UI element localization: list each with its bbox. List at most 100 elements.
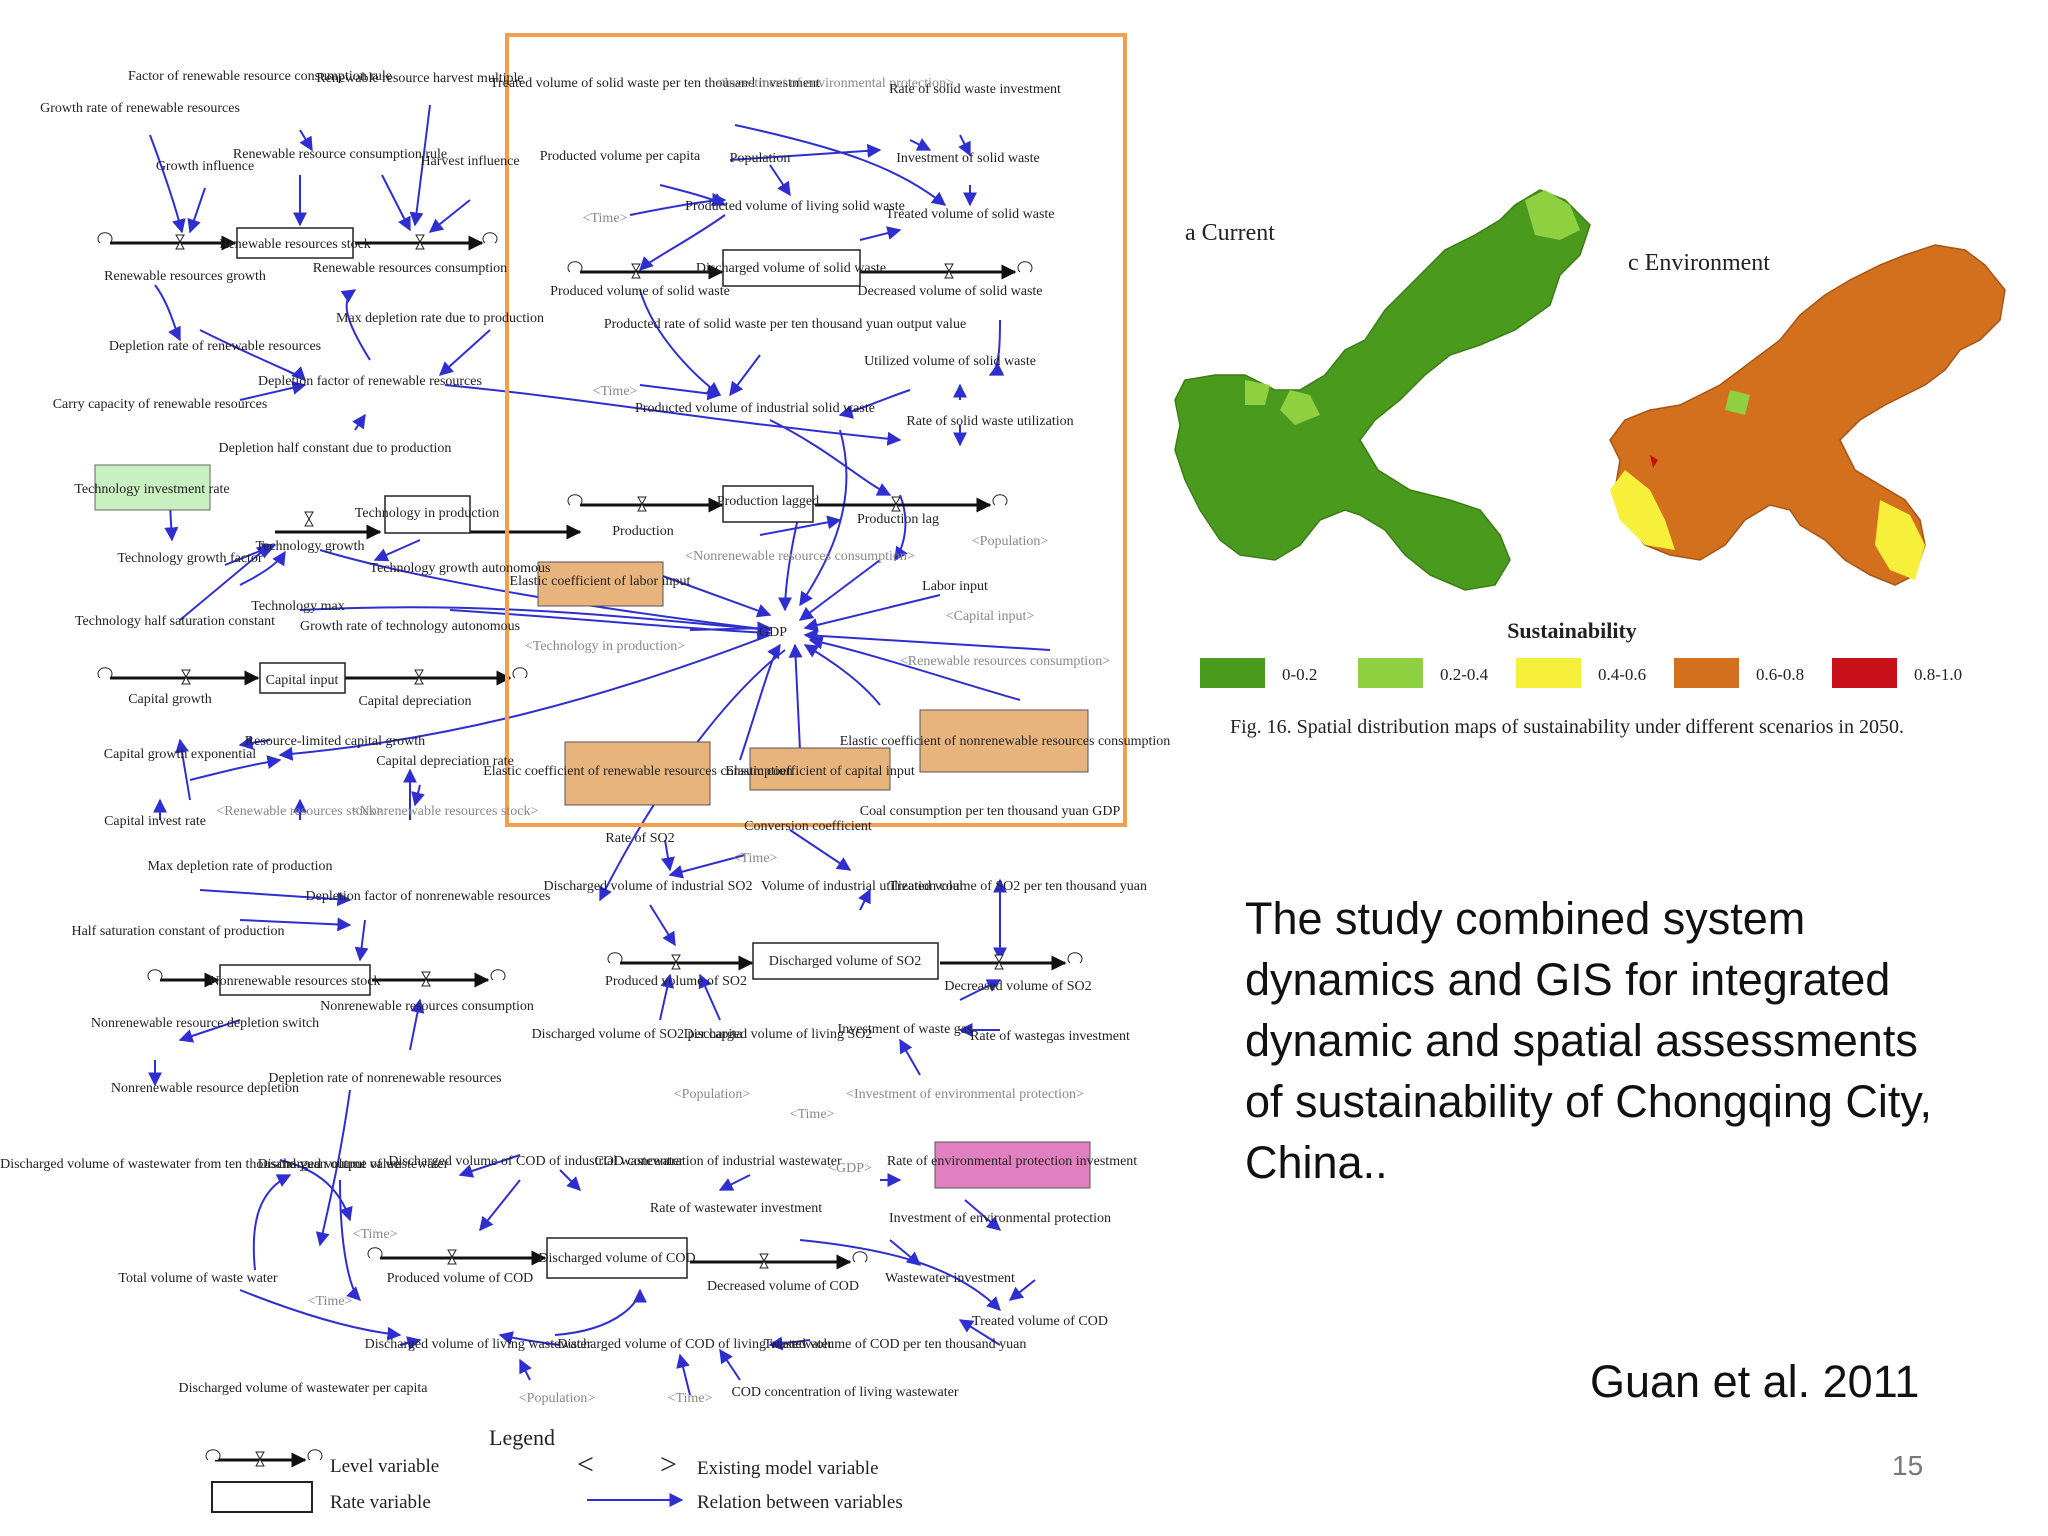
map-current bbox=[1174, 189, 1591, 591]
label-cod-concentration-industrial: COD concentration of industrial wastewat… bbox=[594, 1154, 842, 1169]
legend-swatch-2 bbox=[1516, 658, 1581, 688]
label-tech-max: Technology max bbox=[251, 599, 345, 614]
label-produced-sw: Produced volume of solid waste bbox=[550, 284, 730, 299]
label-renewable-stock: Renewable resources stock bbox=[219, 237, 371, 252]
label-renewable-growth: Renewable resources growth bbox=[104, 269, 266, 284]
label-carry-capacity: Carry capacity of renewable resources bbox=[53, 397, 268, 412]
map-environment-title: c Environment bbox=[1628, 250, 1770, 276]
label-nonrenewable-consumption-ref: <Nonrenewable resources consumption> bbox=[685, 549, 915, 564]
legend-swatch-4 bbox=[1832, 658, 1897, 688]
label-time-ref-7: <Time> bbox=[668, 1391, 713, 1406]
label-rate-env-investment: Rate of environmental protection investm… bbox=[887, 1154, 1137, 1169]
legend-swatch-0 bbox=[1200, 658, 1265, 688]
label-investment-env: Investment of environmental protection bbox=[889, 1211, 1111, 1226]
legend-level-variable: Level variable bbox=[330, 1456, 439, 1477]
label-treated-so2-per-10k: Treated volume of SO2 per ten thousand y… bbox=[889, 879, 1147, 894]
label-nonrenewable-stock-ref: <Nonrenewable resources stock> bbox=[352, 804, 539, 819]
label-harvest-multiple: Renewable resource harvest multiple bbox=[316, 71, 523, 86]
label-rate-so2: Rate of SO2 bbox=[605, 831, 674, 846]
label-investment-waste-gas: Investment of waste gas bbox=[838, 1022, 973, 1037]
diagram-legend: Legend Level variable Rate variable < > … bbox=[205, 1425, 903, 1513]
label-gdp-ref: <GDP> bbox=[828, 1161, 872, 1176]
legend-relation: Relation between variables bbox=[697, 1492, 903, 1513]
label-growth-rate-tech: Growth rate of technology autonomous bbox=[300, 619, 520, 634]
flow-pipes bbox=[97, 232, 1083, 1270]
label-production-lagged: Production lagged bbox=[717, 494, 819, 509]
label-rate-waste-gas: Rate of wastegas investment bbox=[970, 1029, 1130, 1044]
label-so2-per-capita: Discharged volume of SO2 per capita bbox=[532, 1027, 744, 1042]
label-gdp: GDP bbox=[759, 625, 787, 640]
label-renewable-consumption: Renewable resources consumption bbox=[313, 261, 507, 276]
legend-swatch-label-2: 0.4-0.6 bbox=[1598, 665, 1646, 684]
elastic-nonrenewable-box bbox=[919, 709, 1089, 773]
label-renewable-stock-ref: <Renewable resources stock> bbox=[216, 804, 384, 819]
label-rate-sw-utilization: Rate of solid waste utilization bbox=[906, 414, 1073, 429]
label-elastic-labor: Elastic coefficient of labor input bbox=[510, 574, 691, 589]
label-nonrenewable-stock: Nonrenewable resources stock bbox=[209, 974, 380, 989]
label-utilized-sw: Utilized volume of solid waste bbox=[864, 354, 1036, 369]
legend-existing-variable: Existing model variable bbox=[697, 1458, 879, 1479]
label-cod-concentration-living: COD concentration of living wastewater bbox=[731, 1385, 958, 1400]
label-cod-living: Discharged volume of COD of living waste… bbox=[557, 1337, 832, 1352]
label-treated-sw-per-10k: Treated volume of solid waste per ten th… bbox=[490, 76, 820, 91]
label-max-depletion-production: Max depletion rate of production bbox=[147, 859, 332, 874]
label-time-ref-6: <Time> bbox=[308, 1294, 353, 1309]
solid-waste-module-highlight bbox=[505, 33, 1127, 827]
legend-swatch-label-4: 0.8-1.0 bbox=[1914, 665, 1962, 684]
label-population-ref-2: <Population> bbox=[674, 1087, 751, 1102]
label-time-ref-2: <Time> bbox=[593, 384, 638, 399]
label-treated-cod-per-10k: Treated volume of COD per ten thousand y… bbox=[764, 1337, 1027, 1352]
label-factor-renewable-rule: Factor of renewable resource consumption… bbox=[128, 69, 392, 84]
box-discharged-solid-waste bbox=[722, 249, 861, 287]
label-depletion-rate-renewable: Depletion rate of renewable resources bbox=[109, 339, 321, 354]
summary-text: The study combined system dynamics and G… bbox=[1245, 893, 1933, 1188]
label-treated-cod: Treated volume of COD bbox=[972, 1314, 1108, 1329]
label-growth-rate-renewable: Growth rate of renewable resources bbox=[40, 101, 240, 116]
label-depletion-factor-renewable: Depletion factor of renewable resources bbox=[258, 374, 482, 389]
label-depletion-factor-nonrenewable: Depletion factor of nonrenewable resourc… bbox=[306, 889, 551, 904]
label-production: Production bbox=[612, 524, 673, 539]
label-renewable-consumption-ref: <Renewable resources consumption> bbox=[900, 654, 1110, 669]
label-capital-invest: Capital invest rate bbox=[104, 814, 206, 829]
label-elastic-renewable: Elastic coefficient of renewable resourc… bbox=[483, 764, 793, 779]
label-harvest-influence: Harvest influence bbox=[420, 154, 519, 169]
label-production-lag: Production lag bbox=[857, 512, 939, 527]
label-growth-influence: Growth influence bbox=[156, 159, 254, 174]
label-elastic-capital: Elastic coefficient of capital input bbox=[725, 764, 915, 779]
label-treated-sw: Treated volume of solid waste bbox=[885, 207, 1054, 222]
label-tech-production-ref: <Technology in production> bbox=[525, 639, 685, 654]
label-discharged-ww: Discharged volume of wastewater bbox=[258, 1157, 449, 1172]
label-resource-limited: Resource-limited capital growth bbox=[245, 734, 425, 749]
label-depletion-switch: Nonrenewable resource depletion switch bbox=[91, 1016, 319, 1031]
label-cod-industrial: Discharged volume of COD of industrial w… bbox=[388, 1154, 684, 1169]
label-tech-half: Technology half saturation constant bbox=[75, 614, 275, 629]
label-ww-per-capita: Discharged volume of wastewater per capi… bbox=[179, 1381, 429, 1396]
label-population-ref: <Population> bbox=[972, 534, 1049, 549]
label-discharged-so2: Discharged volume of SO2 bbox=[769, 954, 922, 969]
elastic-renewable-box bbox=[564, 741, 711, 806]
label-consumption-rule: Renewable resource consumption rule bbox=[233, 147, 447, 162]
label-tech-investment: Technology investment rate bbox=[74, 482, 229, 497]
label-labor-input: Labor input bbox=[922, 579, 988, 594]
label-coal-per-10k: Coal consumption per ten thousand yuan G… bbox=[860, 804, 1121, 819]
level-boxes bbox=[219, 227, 939, 1279]
label-industrial-coal: Volume of industrial utilization coal bbox=[761, 879, 963, 894]
label-tech-growth-factor: Technology growth factor bbox=[117, 551, 263, 566]
label-investment-env-ref-2: <Investment of environmental protection> bbox=[846, 1087, 1084, 1102]
legend-swatch-1 bbox=[1358, 658, 1423, 688]
legend-swatch-label-1: 0.2-0.4 bbox=[1440, 665, 1489, 684]
label-tech-production: Technology in production bbox=[355, 506, 499, 521]
label-rate-sw-investment: Rate of solid waste investment bbox=[889, 82, 1061, 97]
box-nonrenewable-stock bbox=[219, 964, 371, 996]
label-capital-input-ref: <Capital input> bbox=[946, 609, 1035, 624]
label-population: Population bbox=[730, 151, 791, 166]
legend-rate-variable: Rate variable bbox=[330, 1492, 431, 1513]
label-discharged-industrial-so2: Discharged volume of industrial SO2 bbox=[544, 879, 753, 894]
label-nonrenewable-consumption: Nonrenewable resources consumption bbox=[320, 999, 534, 1014]
label-time-ref-4: <Time> bbox=[790, 1107, 835, 1122]
legend-swatch-label-3: 0.6-0.8 bbox=[1756, 665, 1804, 684]
label-producted-rate-sw: Producted rate of solid waste per ten th… bbox=[604, 317, 966, 332]
legend-right-angle: > bbox=[660, 1448, 677, 1481]
